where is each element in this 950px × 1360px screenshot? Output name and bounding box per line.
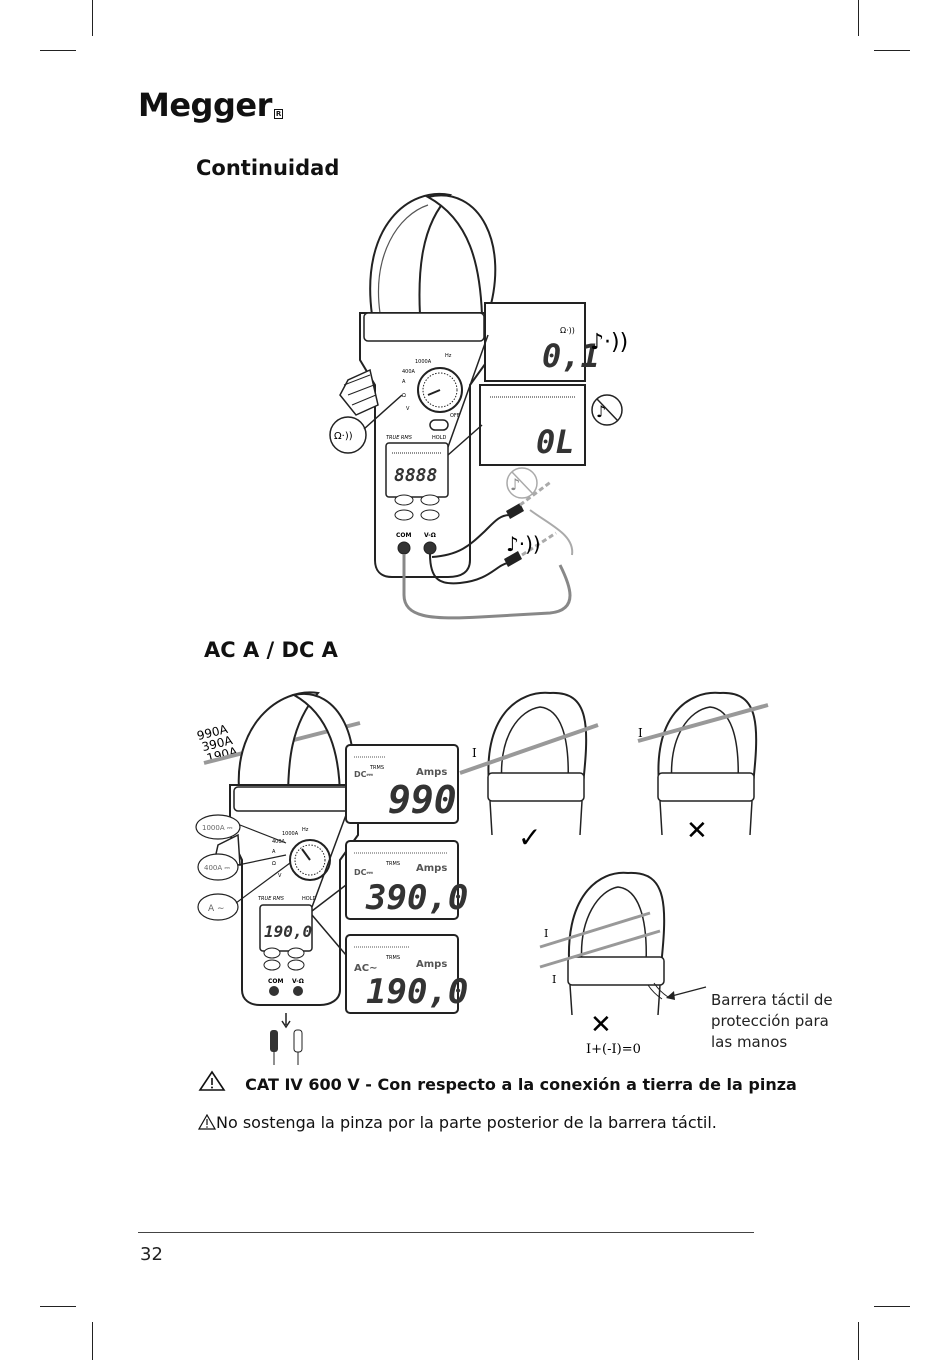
cross-mark-icon: ✕ (590, 1010, 612, 1040)
lcd-bottom-value: 0L (536, 423, 575, 461)
current-label: I (472, 746, 477, 760)
no-beep-icon (506, 467, 538, 499)
crop-mark (858, 1322, 859, 1360)
lcd-trms: TRMS (385, 861, 400, 867)
lcd-mode: DC⎓ (354, 770, 374, 779)
jack-v-label: V-Ω (424, 532, 436, 539)
crop-mark (92, 0, 93, 36)
jack-com-label: COM (268, 978, 284, 985)
lcd-value: 390,0 (365, 878, 468, 918)
crop-mark (874, 50, 910, 51)
true-rms-label: TRUE RMS (258, 896, 285, 902)
grip-warning: No sostenga la pinza por la parte poster… (198, 1113, 717, 1132)
cat-rating-warning: CAT IV 600 V - Con respecto a la conexió… (198, 1070, 797, 1094)
dial-callout: 1000A ⎓ (202, 824, 233, 832)
current-label: I (552, 973, 556, 986)
barrier-label: Barrera táctil de protección para las ma… (711, 991, 833, 1051)
jack-v-label: V-Ω (292, 978, 304, 985)
continuity-callout-symbol: Ω·)) (334, 431, 353, 442)
clamp-two-currents-example: I I ✕ I+(-I)=0 (539, 871, 707, 1057)
no-beep-icon (591, 394, 623, 426)
crop-mark (92, 1322, 93, 1360)
cross-mark-icon: ✕ (686, 816, 708, 846)
continuity-illustration: 1000A Hz 400A A Ω V OFF TRUE RMS HOLD 88… (329, 192, 628, 620)
true-rms-label: TRUE RMS (386, 435, 413, 441)
dial-label: Ω (402, 393, 406, 399)
lcd-unit: Amps (416, 767, 447, 778)
crop-mark (858, 0, 859, 36)
dial-label: 400A (272, 839, 286, 845)
lcd-mode: AC∼ (354, 963, 377, 974)
section-title-acdc: AC A / DC A (204, 638, 338, 662)
dial-label: OFF (450, 413, 460, 419)
lcd-trms: TRMS (385, 955, 400, 961)
lcd-trms: TRMS (369, 765, 384, 771)
lcd-mode: DC⎓ (354, 868, 374, 877)
check-mark-icon: ✓ (518, 821, 541, 854)
dial-label: Ω (272, 861, 276, 867)
crop-mark (874, 1306, 910, 1307)
warning-triangle-icon (198, 1114, 216, 1130)
current-label: I (544, 927, 548, 940)
lcd-value: 190,0 (366, 972, 468, 1012)
dial-label: 400A (402, 369, 416, 375)
beep-icon: ♪·)) (506, 532, 541, 556)
dial-label: A (272, 849, 276, 855)
meter-display: 190,0 (264, 922, 312, 941)
hold-label: HOLD (302, 896, 316, 902)
current-label: I (638, 726, 643, 740)
dial-label: 1000A (415, 359, 432, 365)
hold-label: HOLD (432, 435, 446, 441)
clamp-centered-example: I ✓ (459, 691, 599, 854)
lcd-top-symbol: Ω·)) (560, 326, 575, 335)
lcd-top-value: 0,1 (542, 337, 600, 375)
svg-text:♪: ♪ (596, 402, 606, 421)
dial-label: Hz (445, 353, 452, 359)
section-title-continuity: Continuidad (196, 156, 340, 180)
lcd-unit: Amps (416, 863, 447, 874)
lcd-unit: Amps (416, 959, 447, 970)
dial-label: V (406, 406, 410, 412)
beep-icon: ♪·)) (590, 330, 628, 355)
dial-callout: 400A ⎓ (204, 864, 230, 872)
dial-label: V (278, 873, 282, 879)
footer-rule (138, 1232, 754, 1233)
lcd-value: 990 (388, 778, 457, 822)
dial-label: Hz (302, 827, 309, 833)
dial-label: A (402, 379, 406, 385)
svg-text:♪: ♪ (510, 475, 520, 494)
dial-label: 1000A (282, 831, 299, 837)
dial-callout: A ∼ (208, 904, 225, 914)
clamp-offcenter-example: I ✕ (637, 691, 769, 846)
jack-com-label: COM (396, 532, 412, 539)
crop-mark (40, 50, 76, 51)
page-number: 32 (140, 1244, 163, 1265)
current-formula: I+(-I)=0 (586, 1042, 641, 1057)
meter-display: 8888 (394, 465, 437, 486)
crop-mark (40, 1306, 76, 1307)
acdc-illustration: 990A 390A 190A 1000A Hz 400A A Ω V TRUE … (195, 691, 769, 1065)
warning-triangle-icon (198, 1070, 226, 1091)
